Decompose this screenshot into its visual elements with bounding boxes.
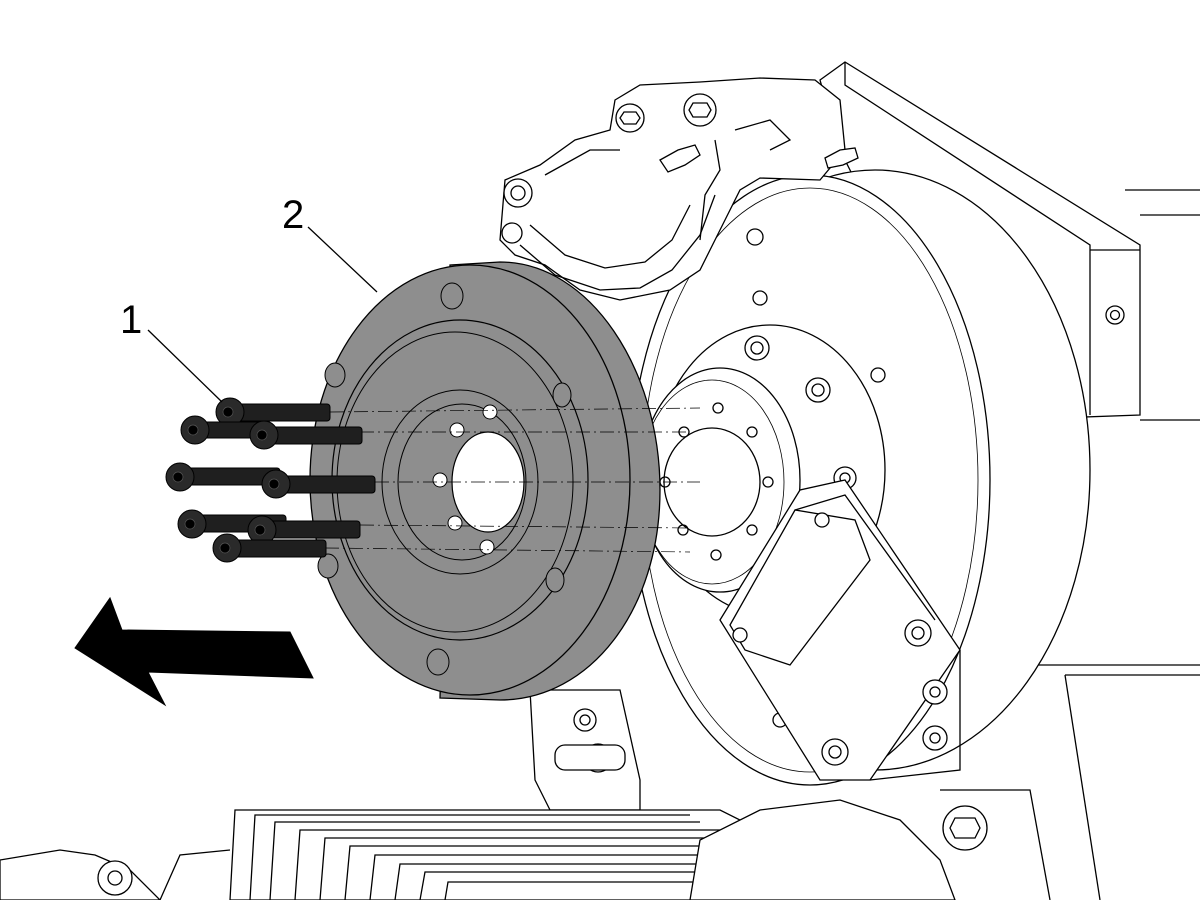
callout-label-1: 1 <box>120 298 142 342</box>
callout-label-2: 2 <box>282 193 304 237</box>
callout-2: 2 <box>282 193 378 293</box>
socket-head-bolts <box>165 397 376 563</box>
brake-caliper <box>499 77 859 301</box>
bolt <box>212 533 327 563</box>
coupling-inner-holes <box>432 404 498 555</box>
motor-housing <box>0 799 956 900</box>
lower-mount <box>529 689 1051 900</box>
bolt <box>215 397 331 427</box>
bolt <box>261 469 376 499</box>
cooling-fins <box>249 814 810 900</box>
coupling-flange <box>309 261 701 701</box>
arrow-left-icon <box>74 596 314 707</box>
callout-1: 1 <box>120 298 223 403</box>
axis-lines <box>324 407 701 553</box>
coupling-outer-holes <box>317 282 572 676</box>
bolt <box>249 420 363 450</box>
bolt <box>247 515 361 545</box>
sensor-bracket <box>719 479 961 781</box>
